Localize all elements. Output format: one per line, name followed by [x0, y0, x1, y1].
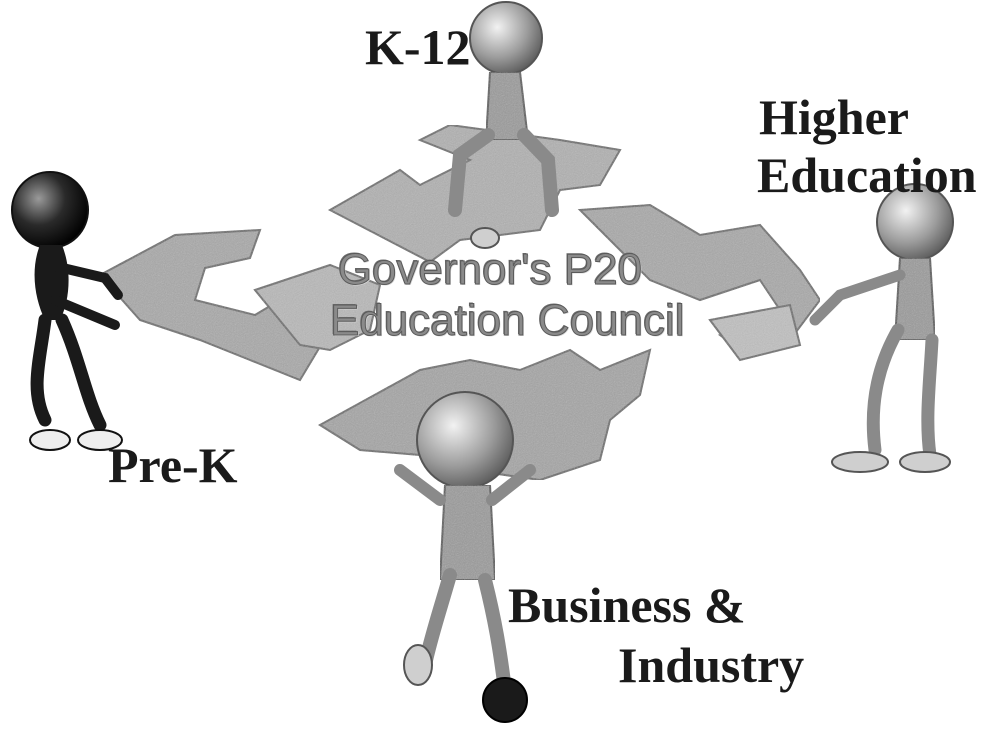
label-business-line2: Industry [618, 637, 805, 693]
label-higher-education: Higher Education [757, 92, 977, 200]
council-title-line1: Governor's P20 [337, 245, 643, 295]
label-higher-line2: Education [757, 147, 977, 203]
council-title: Governor's P20 Education Council [330, 245, 686, 346]
label-prek: Pre-K [108, 437, 238, 493]
label-business-industry: Business & Industry [508, 580, 804, 690]
k12-figure [448, 1, 559, 249]
arrow-piece-right-tail [708, 303, 802, 362]
label-business-line1: Business & [508, 577, 746, 633]
business-industry-figure [394, 391, 536, 723]
council-title-line2: Education Council [330, 295, 686, 345]
higher-education-figure [809, 183, 954, 473]
prek-figure [11, 171, 123, 451]
label-higher-line1: Higher [759, 89, 909, 145]
label-k12: K-12 [365, 19, 471, 75]
arrow-piece-center-left [253, 263, 382, 352]
arrow-piece-left [98, 228, 332, 382]
